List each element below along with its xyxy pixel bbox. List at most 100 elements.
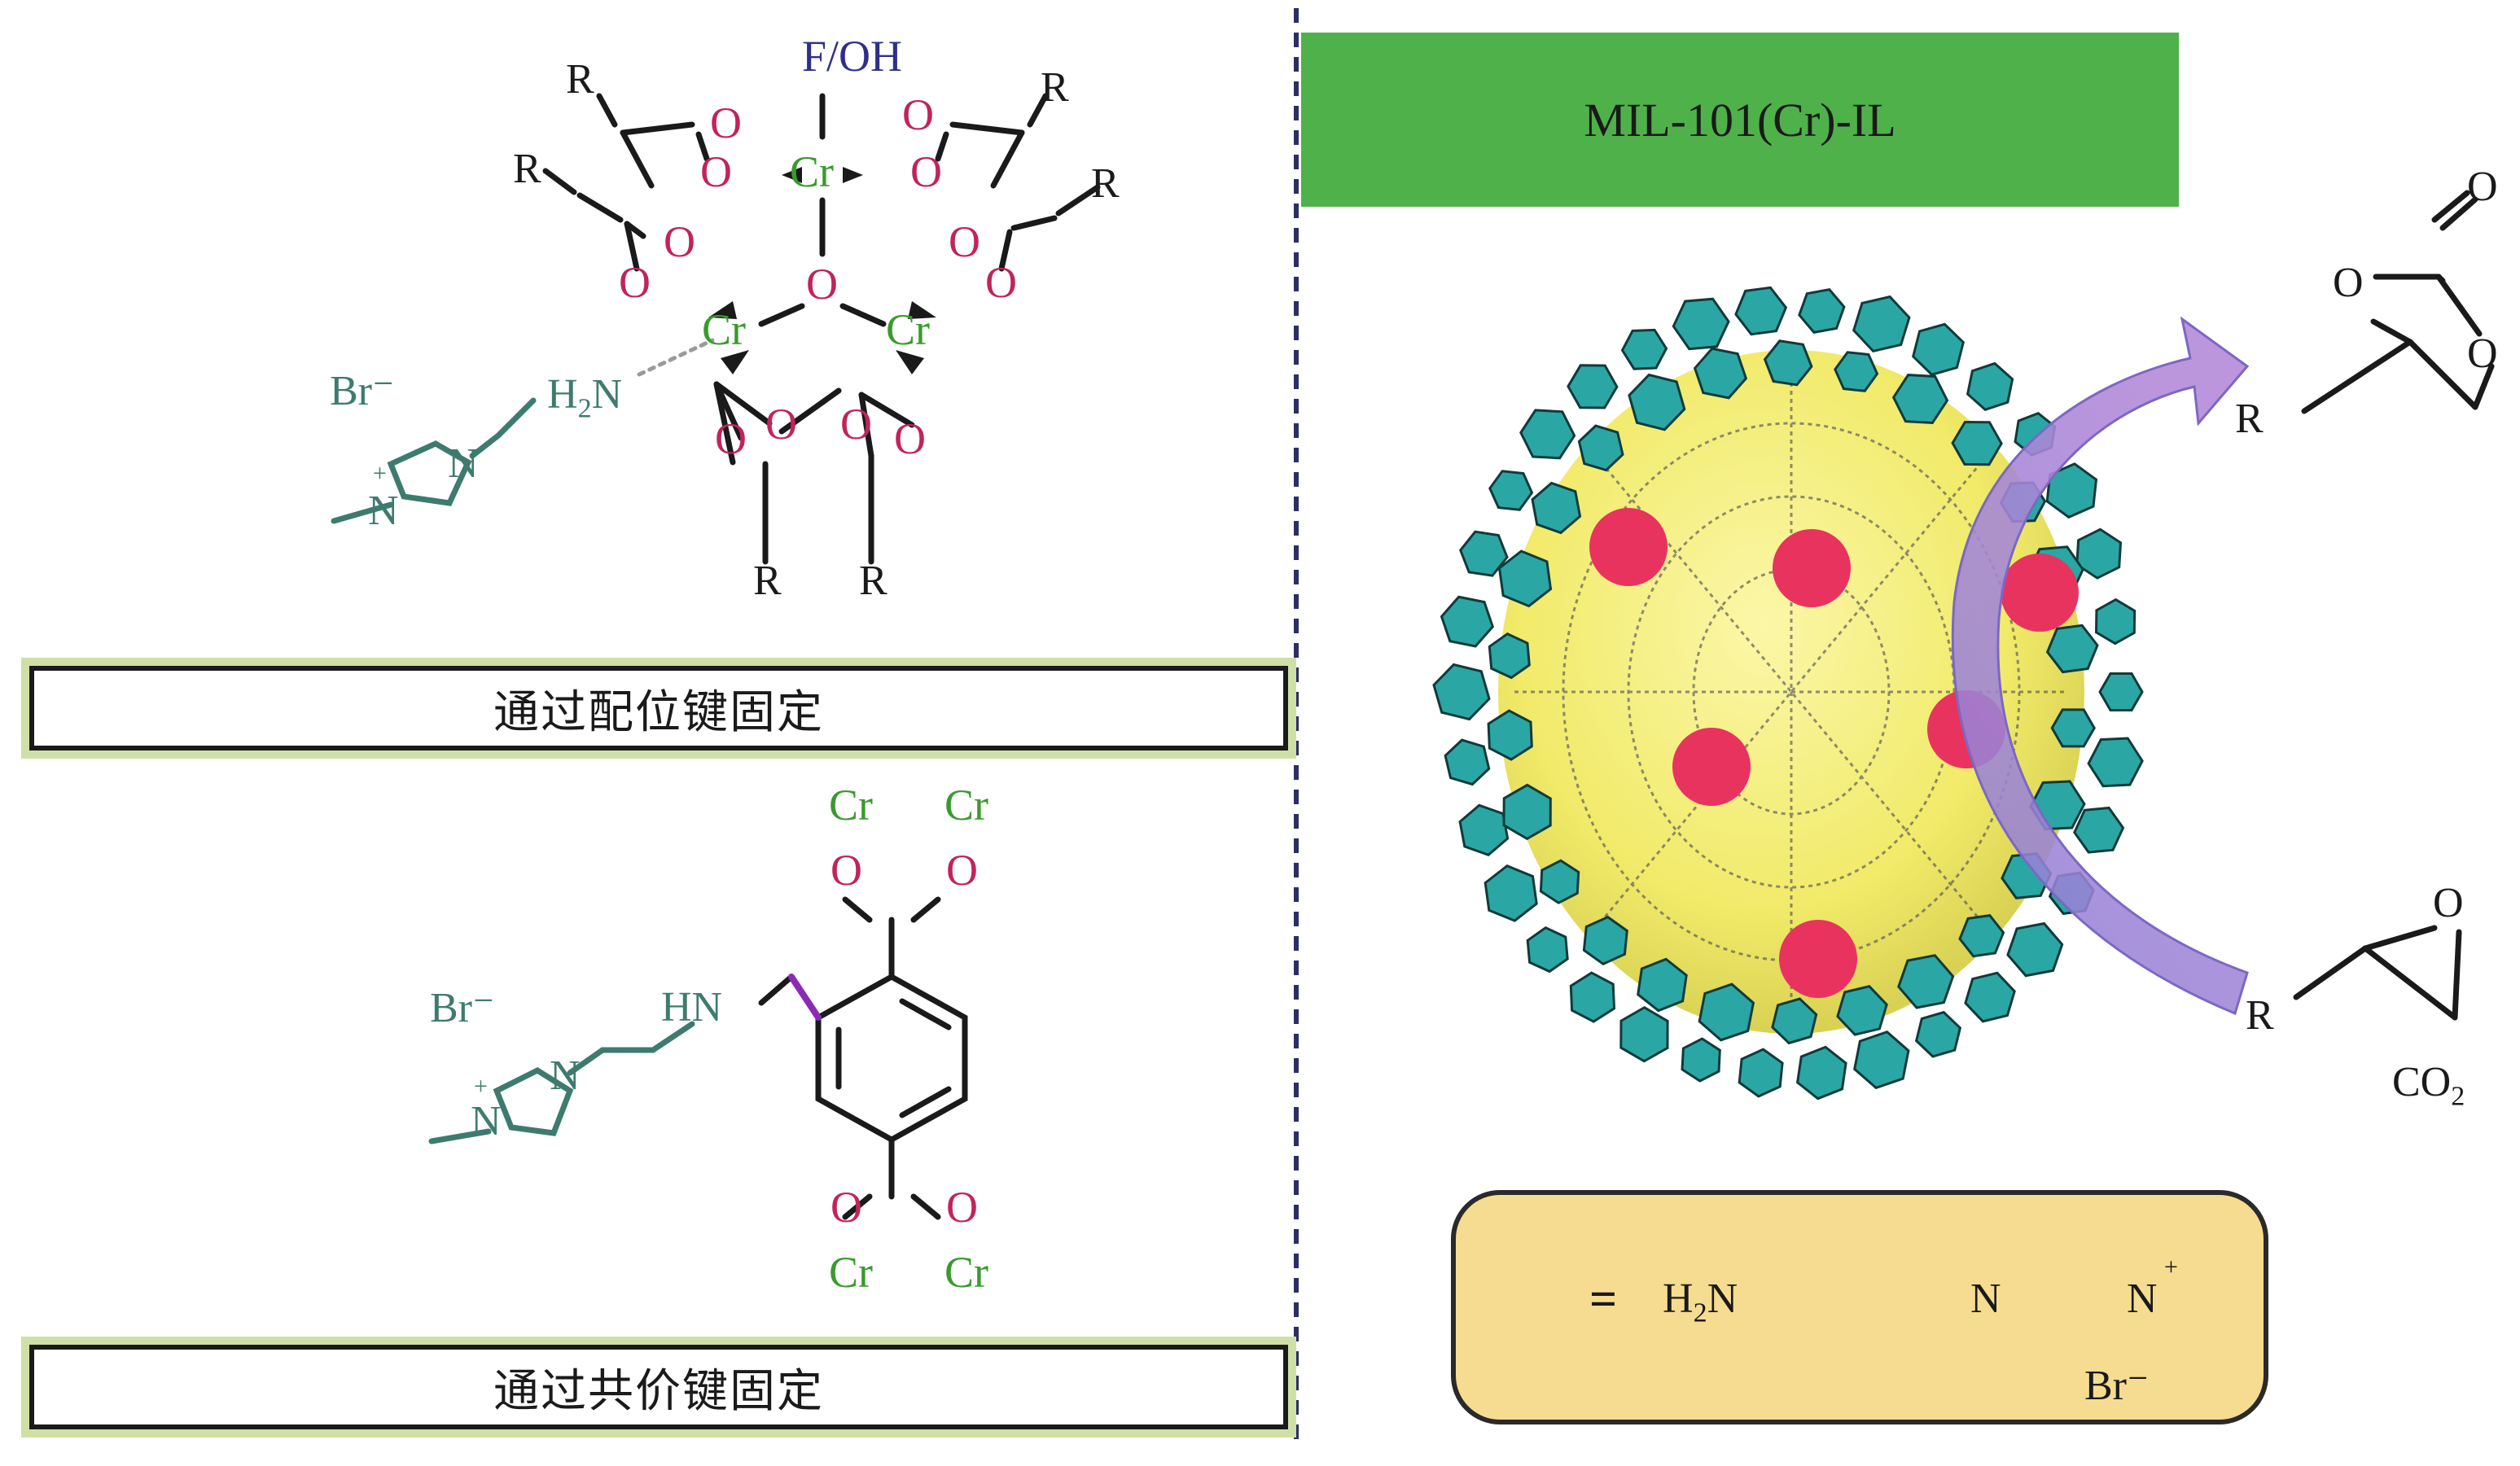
legend-amine-h: H xyxy=(1663,1276,1694,1322)
polyhedron xyxy=(1497,549,1553,608)
polyhedron xyxy=(1852,295,1911,353)
label-o-b3: O xyxy=(831,1183,862,1232)
label-carbonate-o-top: O xyxy=(2467,164,2498,210)
polyhedron xyxy=(1488,470,1534,511)
label-ring-plus-top: + xyxy=(373,460,387,487)
polyhedron xyxy=(2094,597,2137,645)
polyhedron xyxy=(1458,803,1510,857)
label-br-bottom: Br⁻ xyxy=(430,985,495,1031)
label-o-bridge: O xyxy=(806,260,838,309)
legend-amine: H2N xyxy=(1663,1275,1738,1328)
polyhedron xyxy=(1539,859,1580,904)
label-o-b1: O xyxy=(831,846,862,895)
label-o-8: O xyxy=(985,258,1017,307)
label-ring-n-top-2: N xyxy=(368,488,399,534)
polyhedron xyxy=(1836,985,1888,1036)
label-o-b4: O xyxy=(946,1183,978,1232)
legend-amine-sub: 2 xyxy=(1693,1298,1707,1328)
label-o-2: O xyxy=(902,90,934,139)
caption-covalent: 通过共价键固定 xyxy=(29,1345,1288,1429)
framework-network xyxy=(1514,358,2068,1026)
label-o-3: O xyxy=(700,147,732,196)
legend-box xyxy=(1451,1190,2268,1424)
polyhedron xyxy=(1763,339,1813,387)
polyhedron xyxy=(1577,424,1624,472)
polyhedron xyxy=(1964,971,2016,1023)
legend-amine-n: N xyxy=(1707,1276,1738,1322)
polyhedron xyxy=(1951,420,2003,466)
caption-coordination: 通过配位键固定 xyxy=(29,666,1288,751)
polyhedron xyxy=(2006,921,2064,978)
polyhedron xyxy=(1738,1048,1784,1098)
polyhedron xyxy=(1440,595,1494,648)
label-amine-top: H2N xyxy=(547,370,622,424)
label-r-top-right-2: R xyxy=(1091,160,1120,207)
polyhedron xyxy=(1834,351,1879,392)
co2-sub: 2 xyxy=(2451,1081,2465,1112)
label-o-5: O xyxy=(664,217,695,266)
polyhedron xyxy=(2050,708,2096,748)
il-dot xyxy=(2001,554,2079,632)
material-banner: MIL-101(Cr)-IL xyxy=(1301,33,2179,207)
polyhedron xyxy=(1502,783,1552,841)
polyhedron xyxy=(1891,374,1949,425)
polyhedron xyxy=(1458,530,1509,577)
polyhedron xyxy=(1582,915,1628,966)
label-ring-n-b1: N xyxy=(550,1052,581,1099)
label-cr-b4: Cr xyxy=(944,1248,988,1297)
label-o-1: O xyxy=(710,98,742,147)
polyhedron xyxy=(1681,1037,1721,1083)
polyhedron xyxy=(1488,632,1531,680)
label-epoxide-o: O xyxy=(2433,880,2464,926)
polyhedron xyxy=(1526,926,1569,974)
label-epoxide-r: R xyxy=(2246,992,2274,1039)
covalent-new-bond xyxy=(788,974,822,1021)
polyhedron xyxy=(1569,971,1616,1023)
label-carbonate-o-right: O xyxy=(2467,330,2498,377)
il-dots-group xyxy=(1589,508,2079,998)
label-cr-left: Cr xyxy=(702,305,746,354)
il-dot xyxy=(1773,529,1851,607)
covalent-structure xyxy=(758,896,968,1220)
label-o-10: O xyxy=(765,400,797,449)
legend-ring-plus: + xyxy=(2164,1254,2178,1280)
label-cr-b1: Cr xyxy=(829,781,873,829)
label-cr-top: Cr xyxy=(790,147,834,196)
polyhedron xyxy=(1966,361,2014,411)
polyhedron xyxy=(1444,738,1491,786)
polyhedron xyxy=(1567,364,1619,409)
label-r-bottom-2: R xyxy=(859,558,887,604)
label-o-9: O xyxy=(715,414,747,463)
polyhedron xyxy=(2087,737,2144,788)
label-r-top-left: R xyxy=(566,56,594,103)
il-dot xyxy=(1672,728,1751,806)
caption-covalent-text: 通过共价键固定 xyxy=(493,1364,824,1418)
polyhedron xyxy=(1672,297,1730,351)
polyhedron xyxy=(1958,913,2005,958)
polyhedra-group xyxy=(1432,286,2144,1101)
polyhedron xyxy=(1795,1045,1847,1101)
banner-title: MIL-101(Cr)-IL xyxy=(1584,93,1896,147)
polyhedron xyxy=(1637,957,1688,1013)
amine-n: N xyxy=(591,371,623,418)
label-cr-b2: Cr xyxy=(944,781,988,829)
label-br-top: Br⁻ xyxy=(330,368,395,414)
il-dot xyxy=(1589,508,1668,586)
legend-equals: = xyxy=(1589,1272,1618,1326)
polyhedron xyxy=(1698,982,1755,1042)
amine-h: H xyxy=(547,371,578,418)
polyhedron xyxy=(1914,1010,1962,1058)
polyhedron xyxy=(2073,806,2125,854)
legend-ring-n2: N xyxy=(2127,1276,2158,1322)
coordination-structure xyxy=(542,93,1101,565)
polyhedron xyxy=(1620,328,1668,370)
epoxide xyxy=(2293,925,2462,1021)
label-ring-n-top-1: N xyxy=(448,440,479,487)
legend-ring-n1: N xyxy=(1970,1276,2001,1322)
polyhedron xyxy=(1897,954,1955,1009)
label-carbonate-o-left: O xyxy=(2333,260,2364,306)
polyhedron xyxy=(1519,409,1576,460)
il-dot xyxy=(1779,920,1857,998)
polyhedron xyxy=(1531,481,1582,535)
